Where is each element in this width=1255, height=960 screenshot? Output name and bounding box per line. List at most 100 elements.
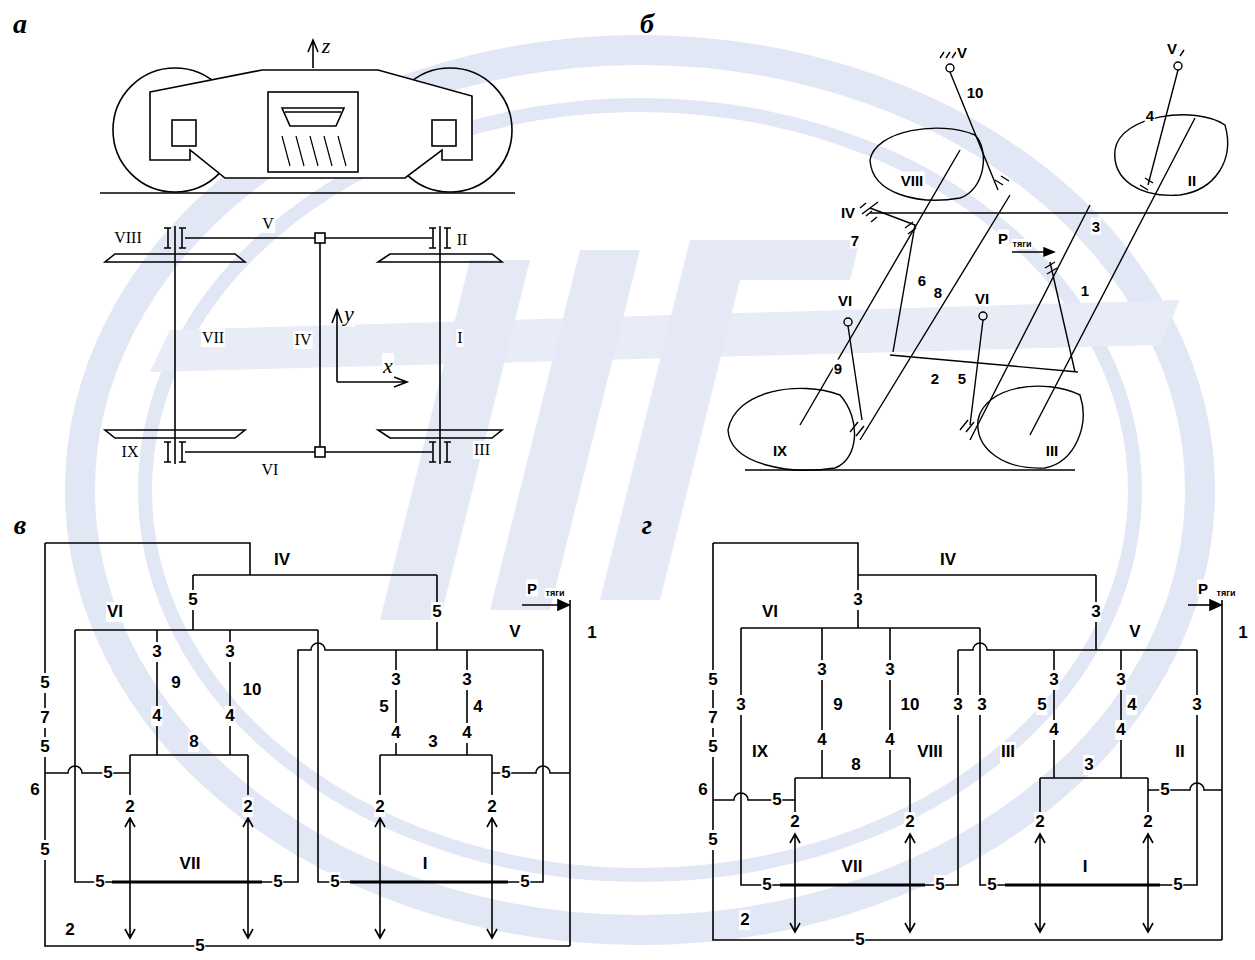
part-label: 2 — [1034, 812, 1045, 832]
pivot — [1174, 62, 1182, 70]
part-label: 5 — [707, 670, 718, 690]
part-label: 2 — [1142, 812, 1153, 832]
part-label: 5 — [39, 840, 50, 860]
part-label: 5 — [194, 936, 205, 956]
part-label: 10 — [242, 680, 263, 700]
wheelset-bar — [780, 883, 1160, 886]
part-label: 3 — [1090, 602, 1101, 622]
wheel — [978, 386, 1083, 468]
part-label: 2 — [242, 797, 253, 817]
watermark-ring — [145, 105, 1135, 875]
part-label: 5 — [94, 872, 105, 892]
wheel-symbol — [105, 254, 502, 438]
part-label: 4 — [816, 730, 827, 750]
force-arrow — [522, 604, 560, 606]
part-label: 3 — [1115, 670, 1126, 690]
part-label: 4 — [390, 723, 401, 743]
part-label: 7 — [850, 232, 860, 249]
part-label: 5 — [500, 763, 511, 783]
wheel — [1115, 115, 1228, 196]
part-label: II — [1174, 742, 1185, 762]
part-label: IV — [294, 331, 313, 349]
part-label: VIII — [916, 742, 944, 762]
part-label: 3 — [390, 670, 401, 690]
arrowhead — [1044, 248, 1054, 256]
force-label: P — [526, 580, 538, 597]
part-label: 5 — [187, 590, 198, 610]
wedge — [282, 108, 344, 126]
part-label: 5 — [934, 875, 945, 895]
force-label: P — [1197, 580, 1209, 597]
watermark — [80, 50, 1200, 930]
joint — [315, 447, 325, 457]
panel-letter: а — [12, 8, 28, 40]
rail — [100, 192, 515, 194]
part-label: 2 — [374, 797, 385, 817]
part-label: 3 — [151, 642, 162, 662]
part-label: III — [1000, 742, 1016, 762]
part-label: 3 — [852, 590, 863, 610]
part-label: 5 — [378, 697, 389, 717]
part-label: VI — [761, 602, 779, 622]
part-label: 5 — [707, 830, 718, 850]
part-label: 4 — [1115, 720, 1126, 740]
double-arrow — [125, 818, 497, 938]
force-arrow — [1188, 604, 1212, 606]
part-label: VI — [106, 602, 124, 622]
part-label: 1 — [586, 623, 597, 643]
part-label: 5 — [1159, 780, 1170, 800]
part-label: 4 — [151, 706, 162, 726]
scheme-line — [45, 543, 570, 946]
part-label: 5 — [707, 737, 718, 757]
part-label: 10 — [966, 84, 985, 101]
part-label: V — [261, 215, 275, 233]
pivot — [946, 64, 954, 72]
force-label: тяги — [545, 588, 566, 598]
part-label: II — [456, 231, 469, 249]
part-label: 6 — [697, 780, 708, 800]
part-label: I — [422, 854, 429, 874]
part-label: 8 — [850, 755, 861, 775]
part-label: V — [508, 622, 521, 642]
part-label: IV — [939, 550, 957, 570]
part-label: 5 — [329, 872, 340, 892]
part-label: 5 — [431, 602, 442, 622]
part-label: II — [1187, 172, 1197, 189]
part-label: 3 — [461, 670, 472, 690]
pivot — [979, 312, 987, 320]
part-label: 3 — [952, 695, 963, 715]
part-label: 5 — [39, 737, 50, 757]
part-label: IV — [840, 204, 856, 221]
arrowhead — [558, 600, 569, 610]
axle-box-symbol — [164, 228, 451, 462]
panel-a — [100, 40, 515, 464]
part-label: 5 — [761, 875, 772, 895]
axis-arrow — [308, 40, 318, 68]
axis-label: y — [343, 301, 355, 327]
part-label: 5 — [986, 875, 997, 895]
part-label: I — [456, 329, 463, 347]
part-label: III — [1045, 442, 1060, 459]
part-label: 3 — [1091, 218, 1101, 235]
part-label: 4 — [1126, 695, 1137, 715]
part-label: 6 — [29, 780, 40, 800]
part-label: V — [956, 44, 968, 61]
frame-line — [185, 238, 432, 452]
part-label: 5 — [1172, 875, 1183, 895]
part-label: 4 — [884, 730, 895, 750]
axle-box — [172, 120, 196, 146]
part-label: VII — [841, 857, 864, 877]
axis-label: x — [382, 353, 394, 379]
panel-b — [728, 50, 1228, 470]
part-label: 2 — [930, 370, 940, 387]
part-label: 9 — [832, 695, 843, 715]
part-label: 3 — [816, 660, 827, 680]
part-label: 5 — [957, 370, 967, 387]
axis-label: z — [321, 33, 332, 59]
part-label: 5 — [272, 872, 283, 892]
force-label: тяги — [1012, 239, 1033, 249]
part-label: 9 — [170, 673, 181, 693]
part-label: 2 — [789, 812, 800, 832]
part-label: 3 — [884, 660, 895, 680]
